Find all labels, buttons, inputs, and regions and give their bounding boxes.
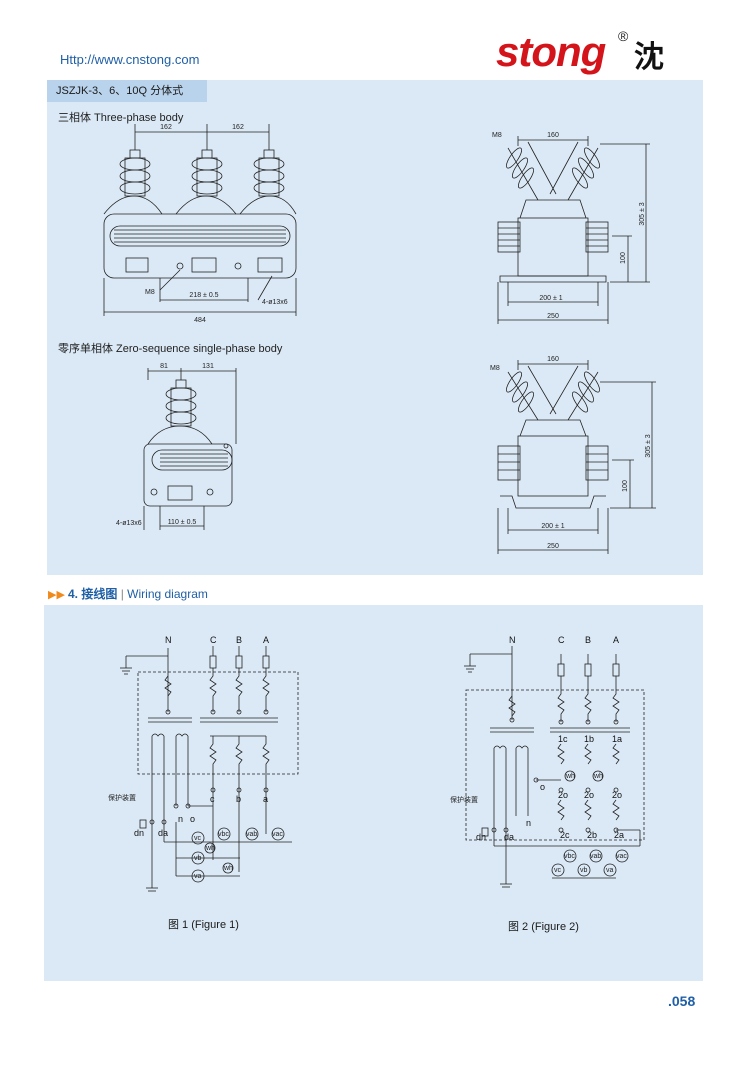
dimension-panel [47, 80, 703, 575]
zero-seq-caption: 零序单相体 Zero-sequence single-phase body [58, 343, 283, 355]
fig1-o: o [190, 814, 195, 824]
model-title: JSZJK-3、6、10Q 分体式 [47, 80, 207, 102]
fig2-va: va [606, 867, 614, 874]
zero-dim-81: 81 [160, 363, 168, 370]
fig2-wh1: wh [565, 773, 575, 780]
dim-162-left: 162 [160, 124, 172, 131]
fig1-meter-vac: vac [272, 831, 283, 838]
website-url: Http://www.cnstong.com [60, 52, 200, 67]
fig1-n: n [178, 814, 183, 824]
fig2-o: o [540, 782, 545, 792]
zero-seq-side-drawing [497, 360, 656, 554]
fig2-dn: dn [476, 832, 486, 842]
figure2-labels: N C B A 1c 1b 1a 2o 2o 2o 2c 2b 2a o n d… [450, 635, 627, 874]
fig2-1a: 1a [612, 734, 622, 744]
dim-bolt-m8: M8 [145, 289, 155, 296]
fig1-dn: dn [134, 828, 144, 838]
fig2-terminal-a: A [613, 635, 619, 645]
zero-dim-110: 110 ± 0.5 [168, 519, 197, 526]
fig2-2a: 2a [614, 830, 624, 840]
fig1-meter-va: va [194, 873, 202, 880]
fig2-wh2: wh [593, 773, 603, 780]
side-dim-305: 305 ± 3 [639, 202, 646, 225]
fig1-meter-vbc: vbc [218, 831, 229, 838]
side-dim-200: 200 ± 1 [539, 295, 562, 302]
registered-mark: ® [618, 28, 629, 44]
page-number: .058 [668, 993, 696, 1009]
fig2-2o-b: 2o [584, 790, 594, 800]
fig2-2b: 2b [587, 830, 597, 840]
zero-side-dim-305: 305 ± 3 [645, 434, 652, 457]
side-dim-m8: M8 [492, 132, 502, 139]
side-dim-160: 160 [547, 132, 559, 139]
fig2-2c: 2c [560, 830, 570, 840]
fig1-da: da [158, 828, 168, 838]
fig2-1c: 1c [558, 734, 568, 744]
dim-holes: 4-ø13x6 [262, 299, 288, 306]
fig1-terminal-a: A [263, 635, 269, 645]
fig2-2o-a: 2o [612, 790, 622, 800]
fig1-terminal-b: B [236, 635, 242, 645]
fig1-meter-vb: vb [194, 855, 202, 862]
fig1-sec-b: b [236, 794, 241, 804]
side-dim-100: 100 [620, 252, 627, 264]
fig2-vc: vc [554, 867, 562, 874]
fig1-meter-vc: vc [194, 835, 202, 842]
fig2-vab: vab [590, 853, 601, 860]
fig1-meter-vab: vab [246, 831, 257, 838]
figure1-caption: 图 1 (Figure 1) [168, 919, 239, 931]
zero-side-dim-160: 160 [547, 356, 559, 363]
section-heading: ▶▶ 4. 接线图 | Wiring diagram [48, 587, 208, 601]
fig2-vb: vb [580, 867, 588, 874]
zero-side-dim-200: 200 ± 1 [541, 523, 564, 530]
dim-218: 218 ± 0.5 [189, 292, 218, 299]
three-phase-side-drawing [497, 136, 650, 324]
fig1-sec-a: a [263, 794, 268, 804]
figure2-wiring [464, 646, 645, 888]
fig2-1b: 1b [584, 734, 594, 744]
fig2-terminal-n: N [509, 635, 516, 645]
fig2-n: n [526, 818, 531, 828]
three-phase-caption: 三相体 Three-phase body [58, 112, 184, 124]
zero-side-dim-100: 100 [622, 480, 629, 492]
three-phase-front-drawing [103, 124, 297, 316]
brand-word: stong [496, 28, 606, 75]
zero-dim-131: 131 [202, 363, 214, 370]
zero-side-dim-250: 250 [547, 543, 559, 550]
dim-484: 484 [194, 317, 206, 324]
zero-side-dim-m8: M8 [490, 365, 500, 372]
fig2-terminal-b: B [585, 635, 591, 645]
dim-162-right: 162 [232, 124, 244, 131]
figure2-caption: 图 2 (Figure 2) [508, 921, 579, 933]
fig1-terminal-n: N [165, 635, 172, 645]
figure1-labels: N C B A c b a n o dn da 保护装置 vc vbc vab … [108, 635, 283, 880]
zero-dim-holes: 4-ø13x6 [116, 520, 142, 527]
wiring-panel [44, 605, 703, 981]
fig1-meter-wh2: wh [223, 865, 233, 872]
fig2-da: da [504, 832, 514, 842]
fig2-protect-device: 保护装置 [450, 795, 478, 804]
zero-seq-front-drawing [143, 368, 237, 530]
fig2-vac: vac [616, 853, 627, 860]
fig1-terminal-c: C [210, 635, 217, 645]
fig2-terminal-c: C [558, 635, 565, 645]
fig2-vbc: vbc [564, 853, 575, 860]
fig1-sec-c: c [210, 794, 215, 804]
fig1-meter-wh1: wh [205, 845, 215, 852]
fig1-protect-device: 保护装置 [108, 793, 136, 802]
fig2-2o-c: 2o [558, 790, 568, 800]
side-dim-250: 250 [547, 313, 559, 320]
figure1-wiring [120, 646, 299, 892]
